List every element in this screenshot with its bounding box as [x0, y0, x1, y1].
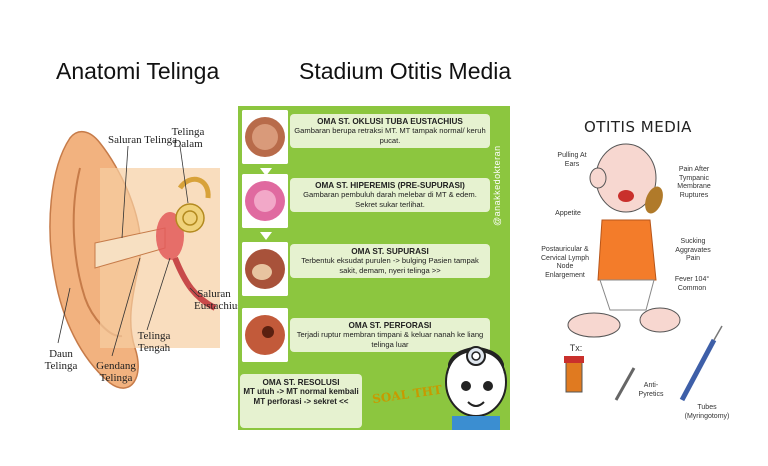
stage-desc: Gambaran pembuluh darah melebar di MT & …	[303, 190, 477, 209]
arrow-down-icon	[260, 232, 272, 240]
stage-desc: Terbentuk eksudat purulen -> bulging Pas…	[301, 256, 479, 275]
label-antipyretics: Anti-Pyretics	[638, 382, 664, 398]
label-gendang-telinga: Gendang Telinga	[96, 360, 136, 384]
stage-supurasi: OMA ST. SUPURASI Terbentuk eksudat purul…	[238, 238, 510, 300]
label-pulling: Pulling At Ears	[557, 152, 587, 168]
child-illustration	[564, 143, 723, 402]
label-daun-telinga: Daun Telinga	[44, 348, 78, 372]
label-tx: Tx:	[569, 343, 583, 353]
stage-box: OMA ST. PERFORASI Terjadi ruptur membran…	[290, 318, 490, 352]
label-saluran-telinga: Saluran Telinga	[108, 134, 177, 146]
stage-resolusi: OMA ST. RESOLUSI MT utuh -> MT normal ke…	[240, 374, 362, 428]
stage-box: OMA ST. HIPEREMIS (PRE-SUPURASI) Gambara…	[290, 178, 490, 212]
stage-hiperemis: OMA ST. HIPEREMIS (PRE-SUPURASI) Gambara…	[238, 174, 510, 240]
otitis-media-cartoon: OTITIS MEDIA Pulling At Ears Pain After …	[514, 110, 736, 430]
label-telinga-tengah: Telinga Tengah	[137, 330, 171, 354]
label-tubes: Tubes (Myringotomy)	[684, 404, 730, 420]
label-sucking: Sucking Aggravates Pain	[675, 238, 711, 262]
stage-photo	[242, 308, 288, 362]
ear-anatomy-illustration: Saluran Telinga Telinga Dalam Saluran Eu…	[40, 108, 242, 398]
label-saluran-eustachius: Saluran Eustachius	[194, 288, 242, 312]
otitis-title: OTITIS MEDIA	[584, 118, 692, 136]
label-appetite: Appetite	[555, 210, 581, 217]
stadium-infographic: OMA ST. OKLUSI TUBA EUSTACHIUS Gambaran …	[238, 106, 510, 430]
label-telinga-dalam: Telinga Dalam	[171, 126, 205, 150]
stage-desc: Terjadi ruptur membran timpani & keluar …	[296, 330, 484, 349]
stage-title: OMA ST. PERFORASI	[348, 321, 432, 330]
stage-title: OMA ST. HIPEREMIS (PRE-SUPURASI)	[315, 181, 465, 190]
stage-desc: MT utuh -> MT normal kembali MT perforas…	[243, 387, 359, 406]
stage-photo	[242, 242, 288, 296]
doctor-cartoon	[445, 346, 507, 430]
watermark: @anakkedokteran	[492, 145, 502, 226]
ear-drawing	[49, 131, 220, 389]
anatomy-title: Anatomi Telinga	[56, 58, 220, 84]
stage-perforasi: OMA ST. PERFORASI Terjadi ruptur membran…	[238, 304, 510, 366]
stadium-title: Stadium Otitis Media	[299, 58, 512, 84]
stage-title: OMA ST. RESOLUSI	[262, 378, 340, 387]
arrow-down-icon	[260, 168, 272, 176]
stage-title: OMA ST. SUPURASI	[351, 247, 429, 256]
stage-box: OMA ST. OKLUSI TUBA EUSTACHIUS Gambaran …	[290, 114, 490, 148]
stage-photo	[242, 110, 288, 164]
label-pain: Pain After Tympanic Membrane Ruptures	[677, 166, 711, 199]
label-fever: Fever 104° Common	[674, 276, 710, 292]
stage-desc: Gambaran berupa retraksi MT. MT tampak n…	[294, 126, 486, 145]
stage-oklusi: OMA ST. OKLUSI TUBA EUSTACHIUS Gambaran …	[238, 110, 510, 176]
stage-box: OMA ST. SUPURASI Terbentuk eksudat purul…	[290, 244, 490, 278]
stage-photo	[242, 174, 288, 228]
label-lymph: Postauricular & Cervical Lymph Node Enla…	[541, 246, 589, 279]
stage-title: OMA ST. OKLUSI TUBA EUSTACHIUS	[317, 117, 463, 126]
